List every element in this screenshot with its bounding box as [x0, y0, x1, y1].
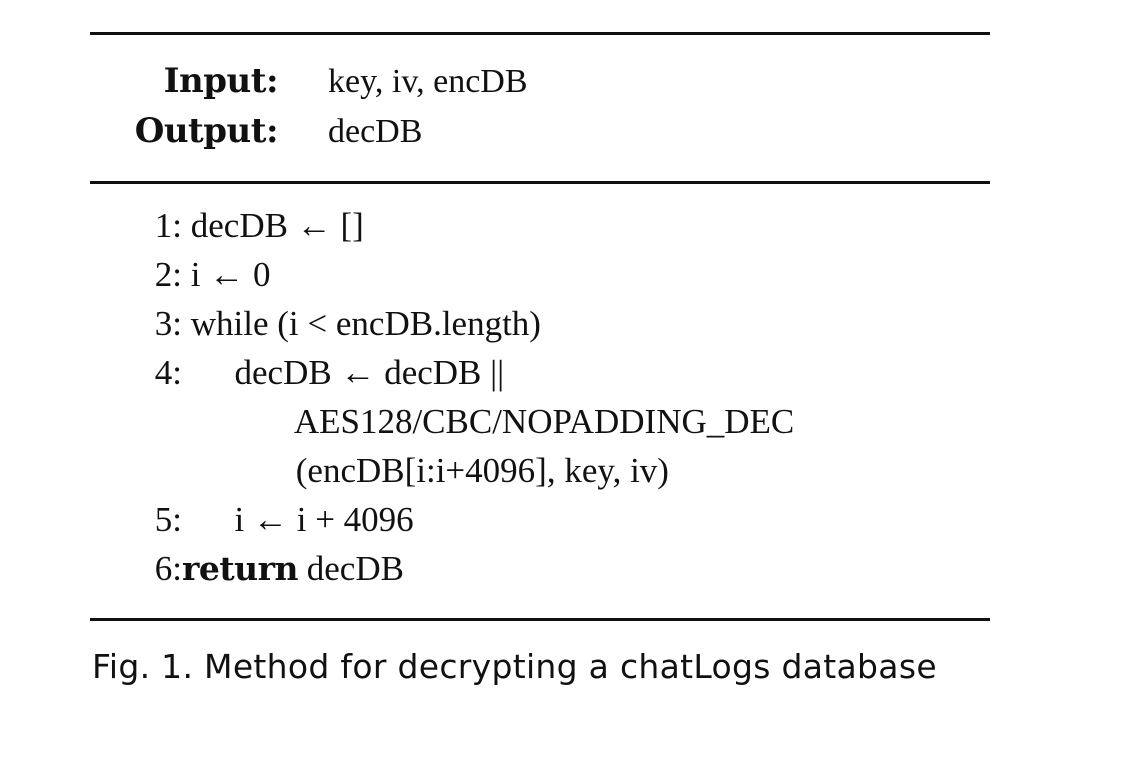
step-line: 2: i ← 0	[90, 255, 990, 304]
input-value: key, iv, encDB	[328, 63, 528, 100]
input-label: Input:	[163, 61, 279, 101]
middle-rule	[90, 181, 990, 184]
output-value: decDB	[328, 113, 423, 150]
step-line: 3: while (i < encDB.length)	[90, 304, 990, 353]
step-line: AES128/CBC/NOPADDING_DEC	[90, 402, 990, 451]
step-code: (encDB[i:i+4096], key, iv)	[182, 451, 669, 490]
step-number: 3:	[154, 304, 182, 343]
input-row: Input: key, iv, encDB	[90, 61, 990, 111]
return-value: decDB	[298, 549, 404, 588]
step-line: 1: decDB ← []	[90, 206, 990, 255]
step-code: AES128/CBC/NOPADDING_DEC	[182, 402, 795, 441]
figure-caption: Fig. 1. Method for decrypting a chatLogs…	[92, 647, 937, 686]
return-keyword: return	[182, 549, 299, 588]
step-code: return decDB	[182, 549, 404, 589]
step-code: i ← i + 4096	[182, 500, 414, 539]
step-line: 4: decDB ← decDB ||	[90, 353, 990, 402]
algorithm-steps: 1: decDB ← [] 2: i ← 0 3: while (i < enc…	[90, 184, 990, 618]
output-label: Output:	[134, 111, 279, 151]
step-number: 4:	[154, 353, 182, 392]
step-code: decDB ← decDB ||	[182, 353, 505, 392]
step-code: decDB ← []	[182, 206, 364, 245]
bottom-rule	[90, 618, 990, 621]
step-number: 1:	[154, 206, 182, 245]
output-row: Output: decDB	[90, 111, 990, 161]
step-line: (encDB[i:i+4096], key, iv)	[90, 451, 990, 500]
algorithm-box: Input: key, iv, encDB Output: decDB 1: d…	[90, 32, 990, 621]
io-section: Input: key, iv, encDB Output: decDB	[90, 35, 990, 181]
step-line: 6: return decDB	[90, 549, 990, 598]
step-number: 5:	[154, 500, 182, 539]
top-rule	[90, 32, 990, 35]
step-number: 6:	[154, 549, 182, 588]
step-number: 2:	[154, 255, 182, 294]
step-line: 5: i ← i + 4096	[90, 500, 990, 549]
step-code: i ← 0	[182, 255, 271, 294]
step-code: while (i < encDB.length)	[182, 304, 541, 343]
